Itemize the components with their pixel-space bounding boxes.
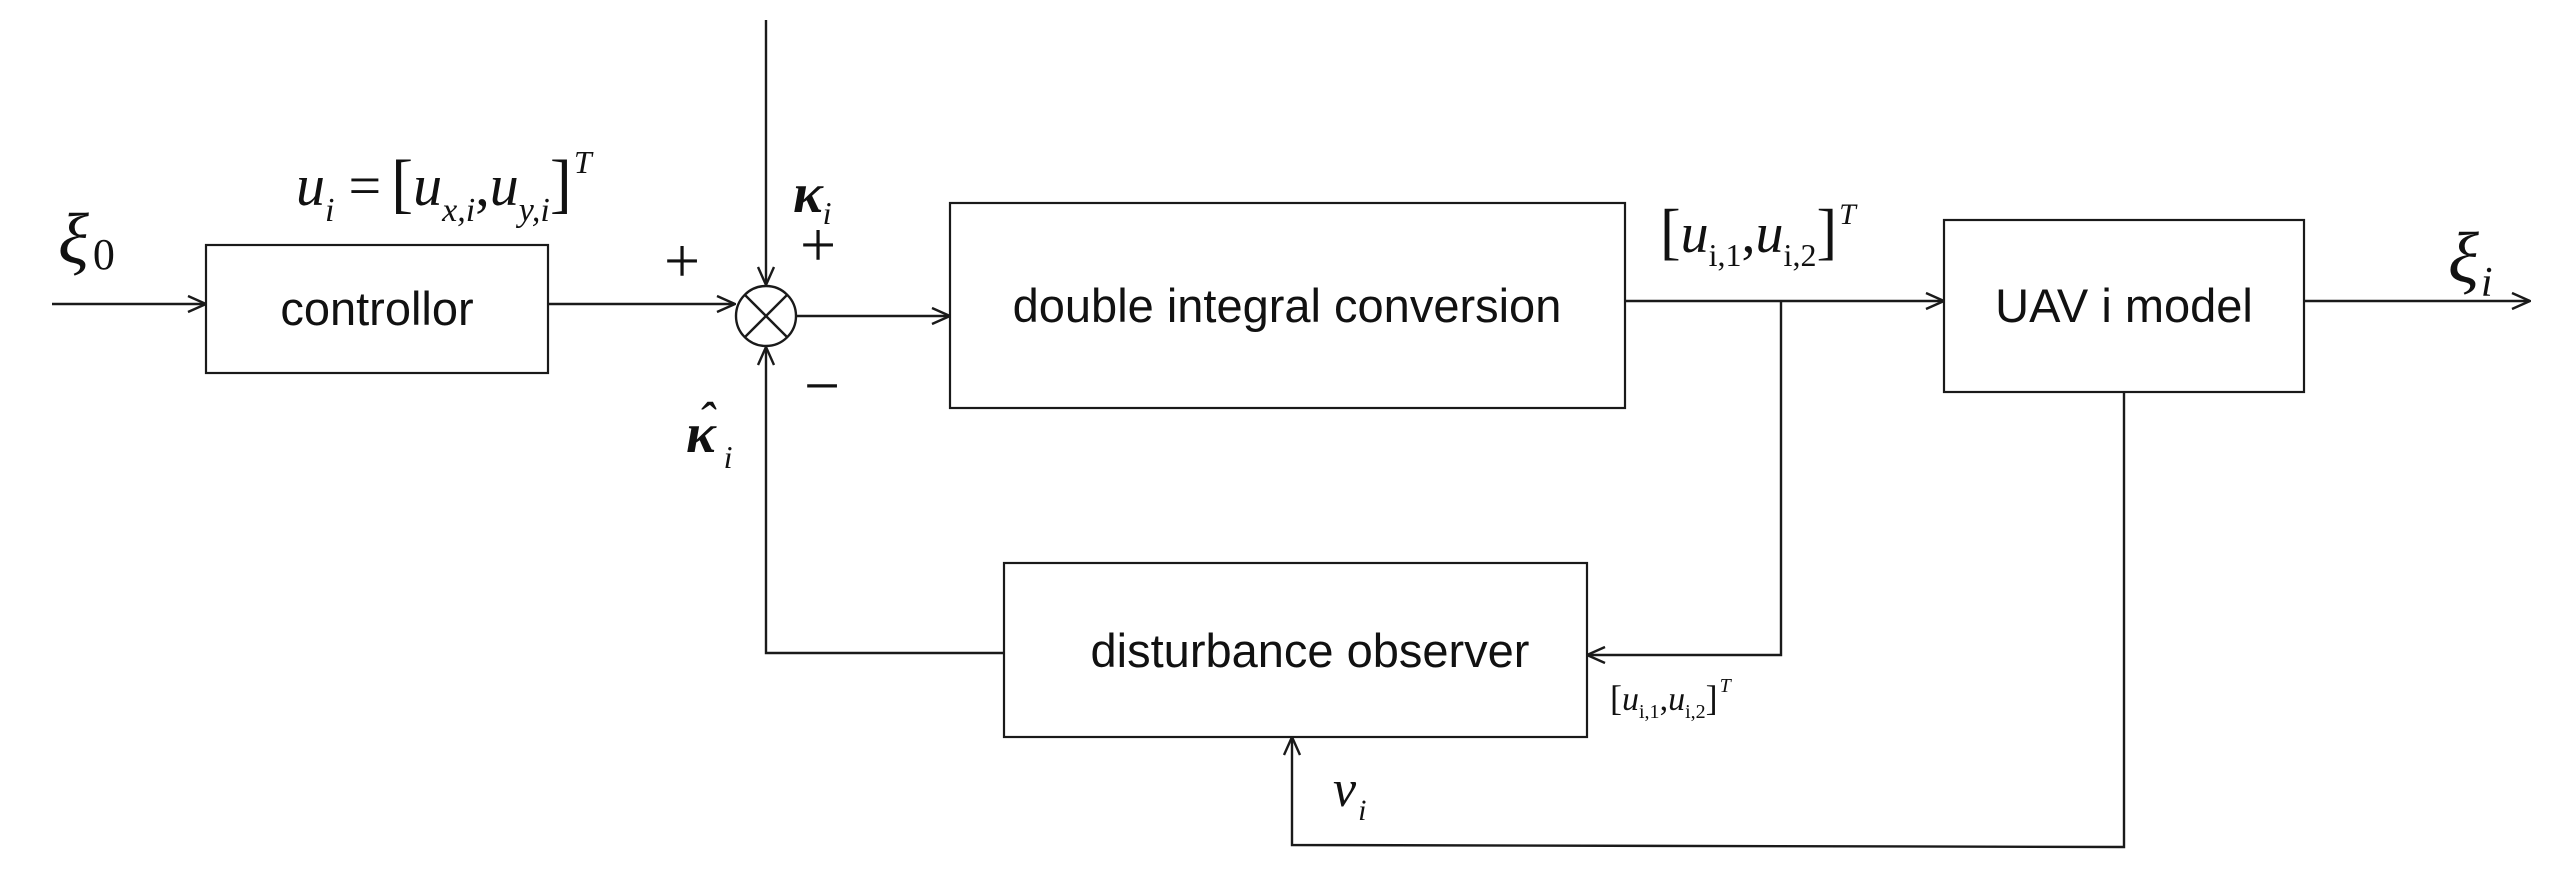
estimate-hat: ˆ xyxy=(697,393,717,450)
virtual-input-feedback-wire xyxy=(1587,301,1783,655)
junction-top-plus-sign: + xyxy=(800,209,836,280)
velocity-feedback-wire xyxy=(1292,392,2126,849)
uav-model-label: UAV i model xyxy=(1995,279,2253,332)
conversion-label: double integral conversion xyxy=(1013,279,1562,332)
observer-label: disturbance observer xyxy=(1091,624,1530,677)
double-integral-conversion-block: double integral conversion xyxy=(948,201,1627,410)
uav-model-block: UAV i model xyxy=(1942,218,2306,394)
controller-block: controllor xyxy=(204,243,550,375)
output-signal-label: ξi xyxy=(2448,218,2493,306)
junction-minus-sign: − xyxy=(804,350,840,421)
reference-signal-label: ξ0 xyxy=(58,199,115,279)
control-signal-label: ui=[ux,i,uy,i]T xyxy=(296,144,594,229)
velocity-signal-label: vi xyxy=(1333,761,1366,827)
summing-junction xyxy=(734,284,798,348)
controller-label: controllor xyxy=(280,282,473,335)
disturbance-observer-block: disturbance observer xyxy=(1002,561,1589,739)
virtual-input-small-label: [ui,1,ui,2]T xyxy=(1610,675,1733,723)
virtual-input-label: [ui,1,ui,2]T xyxy=(1660,198,1858,273)
disturbance-signal-label: κi xyxy=(793,163,832,231)
estimate-feedback-wire xyxy=(766,347,1004,655)
junction-left-plus-sign: + xyxy=(664,225,700,296)
